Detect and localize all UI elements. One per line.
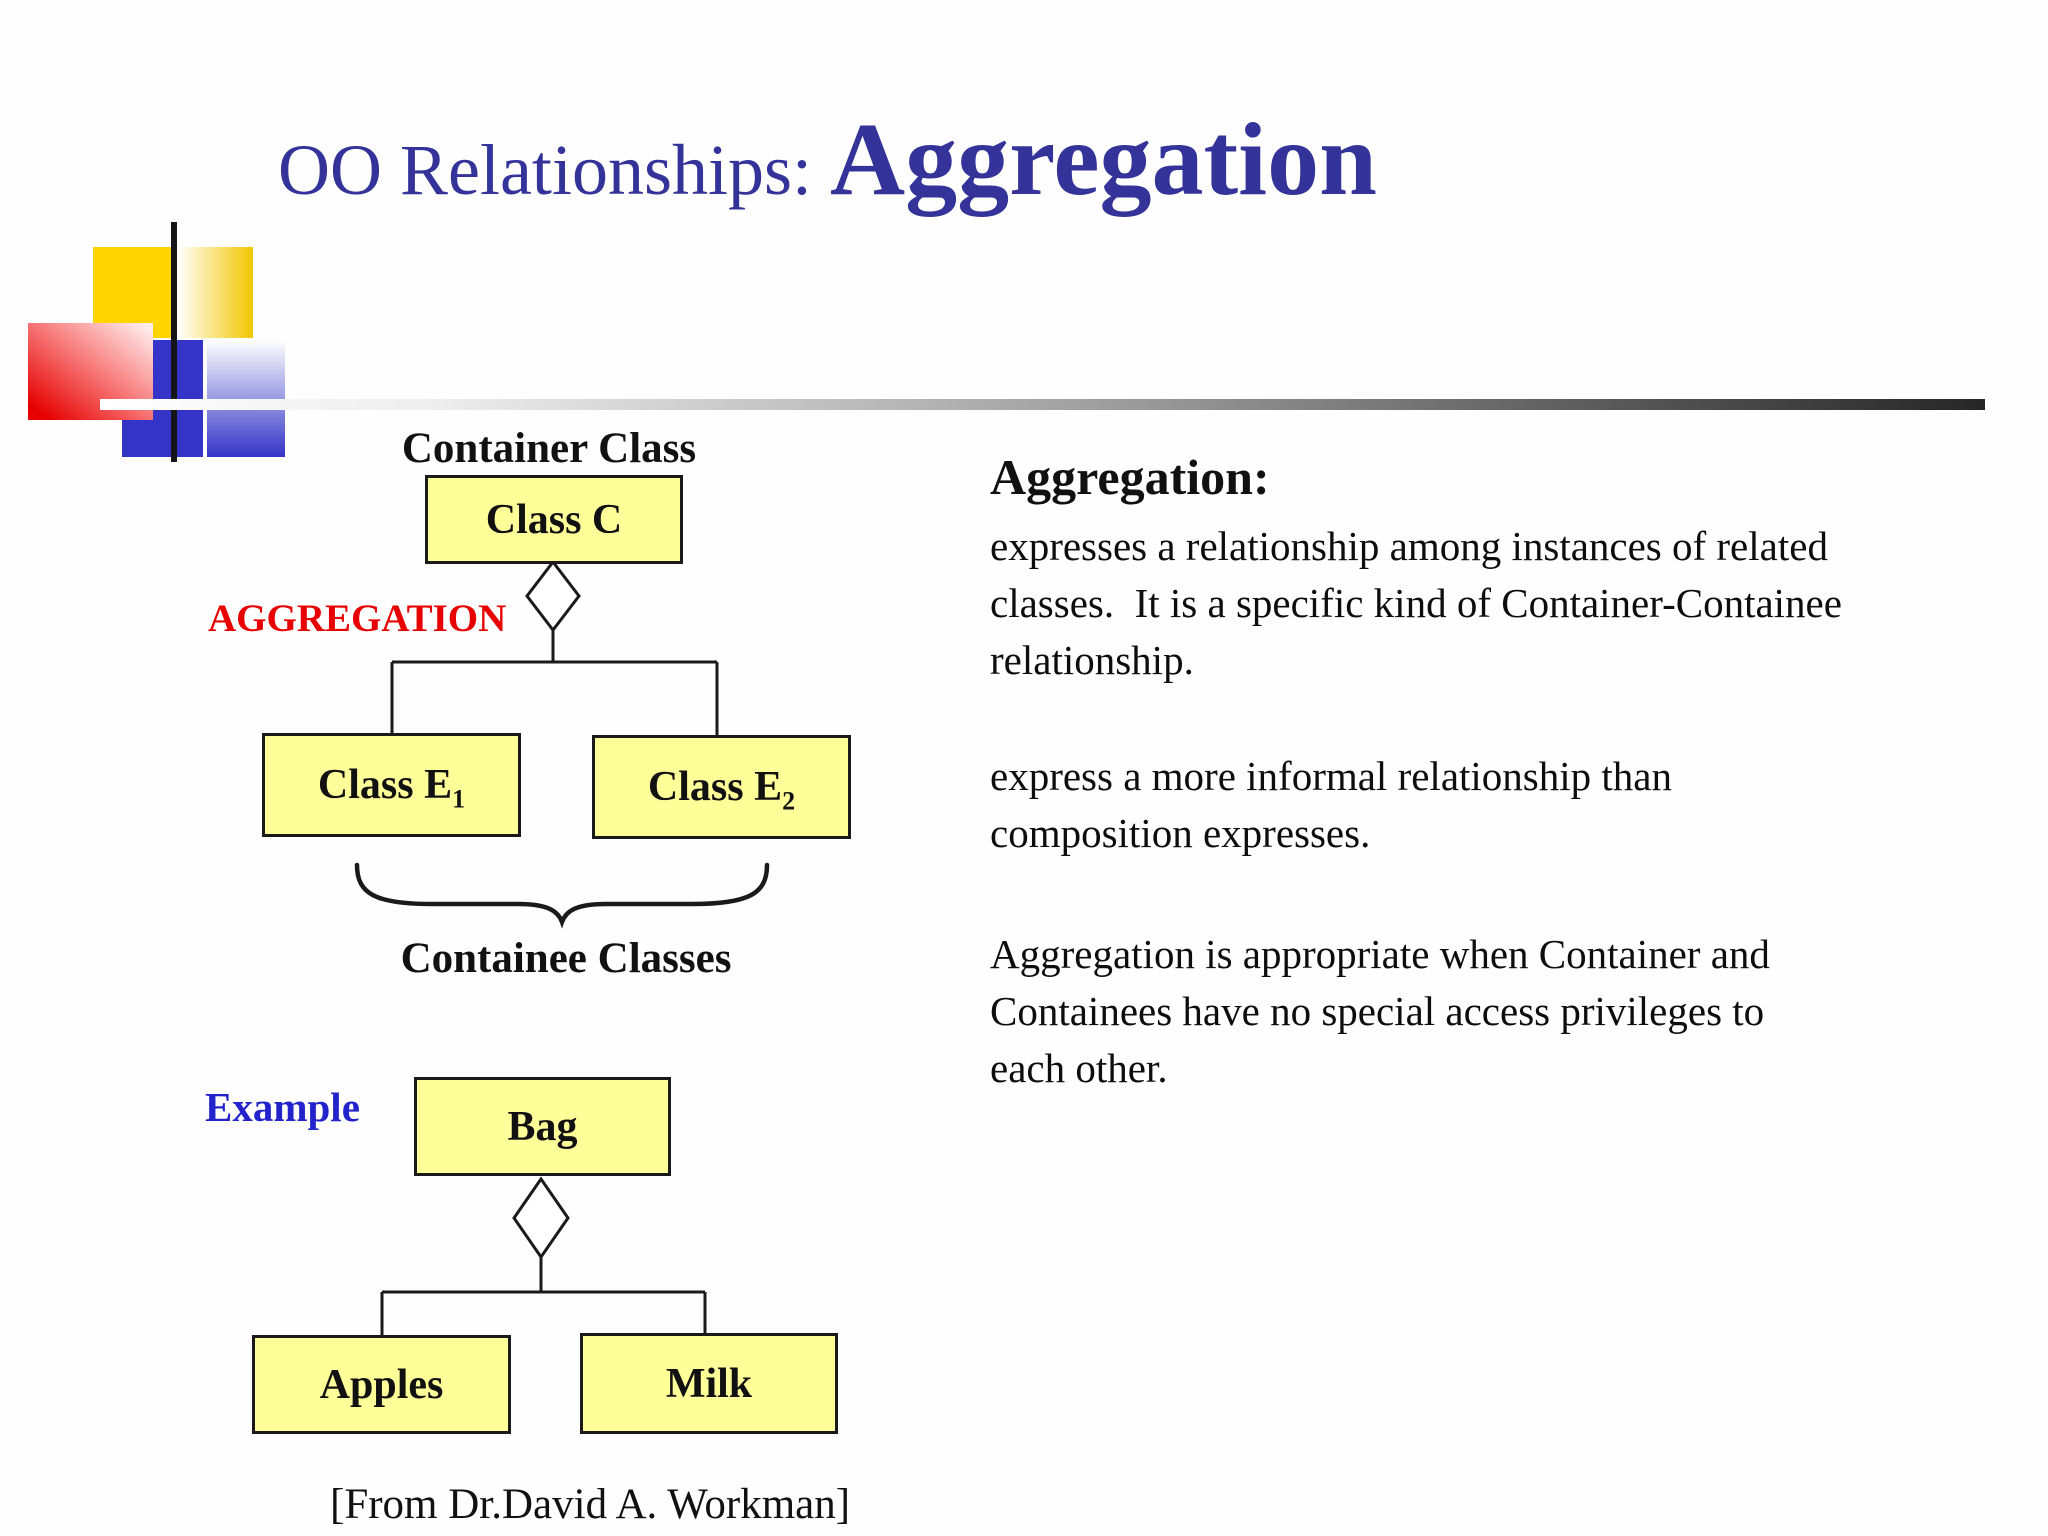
header-separator-line (100, 399, 1985, 410)
example-diamond-icon (512, 1176, 570, 1260)
text-line: composition expresses. (990, 810, 1371, 856)
example-box-container: Bag (414, 1077, 671, 1176)
class-box-label: Class C (485, 496, 623, 543)
source-citation: [From Dr.David A. Workman] (330, 1481, 851, 1528)
class-box-label: Milk (665, 1360, 753, 1407)
containee-brace-icon (354, 862, 770, 929)
text-line: classes. It is a specific kind of Contai… (990, 580, 1842, 626)
class-box-containee: Class E2 (592, 735, 851, 839)
logo-blue-gradient-square (207, 340, 285, 457)
page-title: OO Relationships: Aggregation (278, 100, 1377, 219)
class-box-label: Class E2 (647, 764, 796, 816)
text-line: express a more informal relationship tha… (990, 753, 1672, 799)
class-box-containee: Class E1 (262, 733, 521, 837)
text-line: each other. (990, 1045, 1168, 1091)
definition-heading: Aggregation: (990, 449, 1270, 505)
logo-yellow-square (93, 247, 173, 338)
example-box-containee: Milk (580, 1333, 838, 1434)
example-box-containee: Apples (252, 1335, 511, 1434)
logo-yellow-gradient-square (177, 247, 253, 338)
definition-paragraph: express a more informal relationship tha… (990, 748, 1672, 862)
example-tree-connector (380, 1257, 707, 1335)
subscript: 1 (452, 784, 466, 814)
containee-classes-label: Containee Classes (400, 935, 732, 982)
text-line: Containees have no special access privil… (990, 988, 1765, 1034)
aggregation-diamond-icon (525, 559, 581, 633)
class-box-label: Class E1 (317, 762, 466, 814)
definition-paragraph: Aggregation is appropriate when Containe… (990, 926, 1770, 1097)
subscript: 2 (782, 786, 796, 816)
text-line: relationship. (990, 637, 1194, 683)
logo-vertical-line (171, 222, 177, 462)
definition-paragraph: expresses a relationship among instances… (990, 518, 1842, 689)
aggregation-relation-label: AGGREGATION (208, 597, 507, 640)
text-line: expresses a relationship among instances… (990, 523, 1828, 569)
class-box-label: Apples (319, 1361, 444, 1408)
example-label: Example (205, 1084, 360, 1130)
class-box-label: Bag (507, 1103, 578, 1150)
aggregation-tree-connector (390, 630, 719, 735)
class-box-container: Class C (425, 475, 683, 564)
container-class-label: Container Class (401, 425, 697, 472)
title-prefix: OO Relationships: (278, 130, 830, 210)
text-line: Aggregation is appropriate when Containe… (990, 931, 1770, 977)
title-emphasis: Aggregation (830, 102, 1377, 217)
